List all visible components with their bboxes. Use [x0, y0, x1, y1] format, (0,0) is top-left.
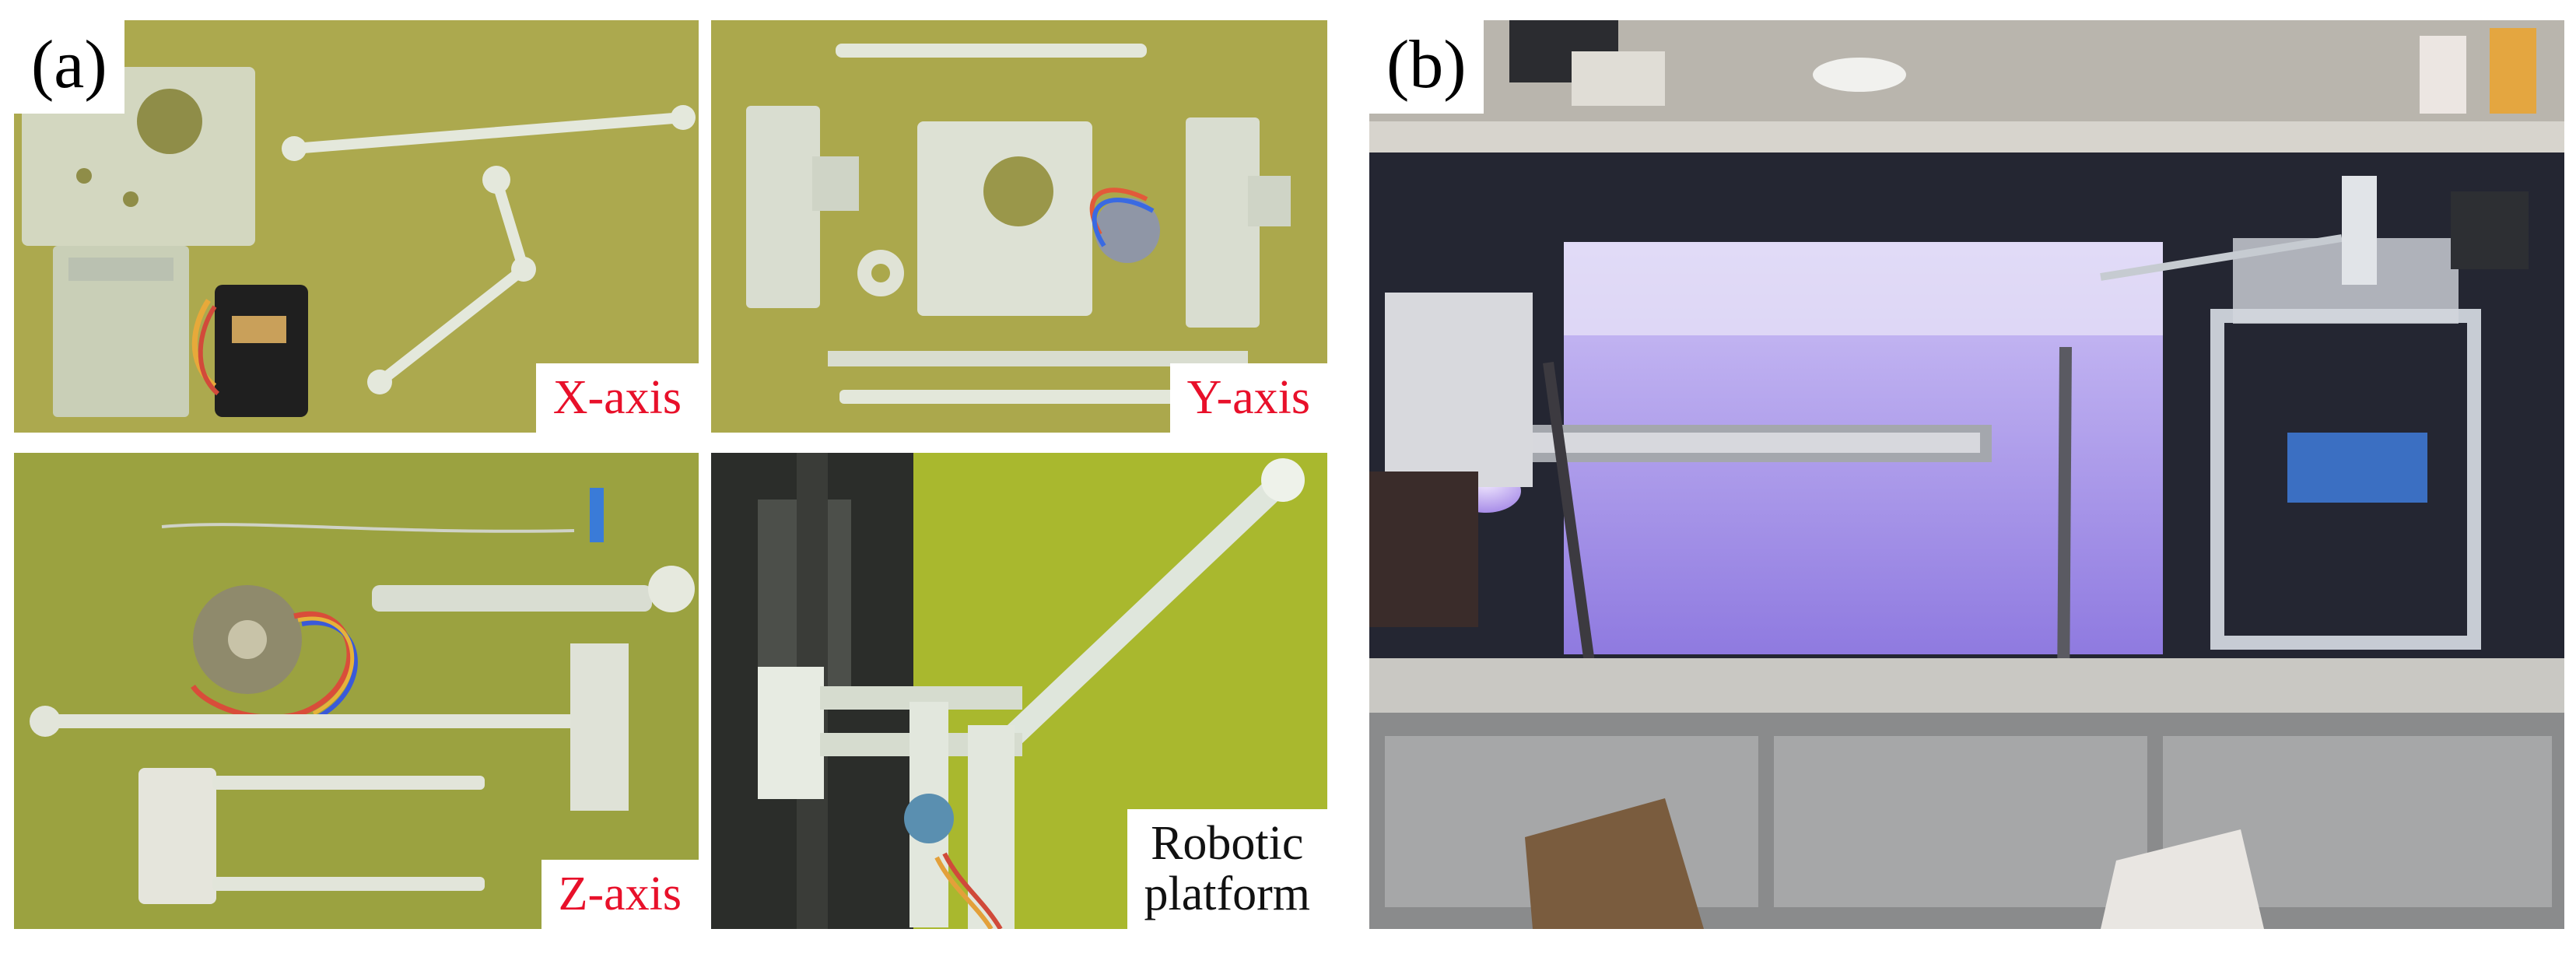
robotic-platform-caption: Robotic platform	[1127, 808, 1327, 929]
x-axis-caption: X-axis	[535, 363, 699, 433]
z-axis-parts-illustration	[14, 453, 699, 929]
photo-y-axis-parts: Y-axis	[711, 20, 1327, 433]
photo-x-axis-parts: (a) X-axis	[14, 20, 699, 433]
robotic-caption-line2: platform	[1144, 867, 1311, 920]
lab-setup-illustration	[1369, 20, 2564, 929]
photo-robotic-platform: Robotic platform	[711, 453, 1327, 929]
y-axis-caption: Y-axis	[1169, 363, 1327, 433]
x-axis-parts-illustration	[14, 20, 699, 433]
panel-b-label: (b)	[1369, 20, 1484, 114]
z-axis-caption: Z-axis	[541, 859, 699, 929]
photo-z-axis-parts: Z-axis	[14, 453, 699, 929]
robotic-caption-line1: Robotic	[1151, 816, 1304, 870]
photo-lab-setup: (b)	[1369, 20, 2564, 929]
panel-a-label: (a)	[14, 20, 124, 114]
